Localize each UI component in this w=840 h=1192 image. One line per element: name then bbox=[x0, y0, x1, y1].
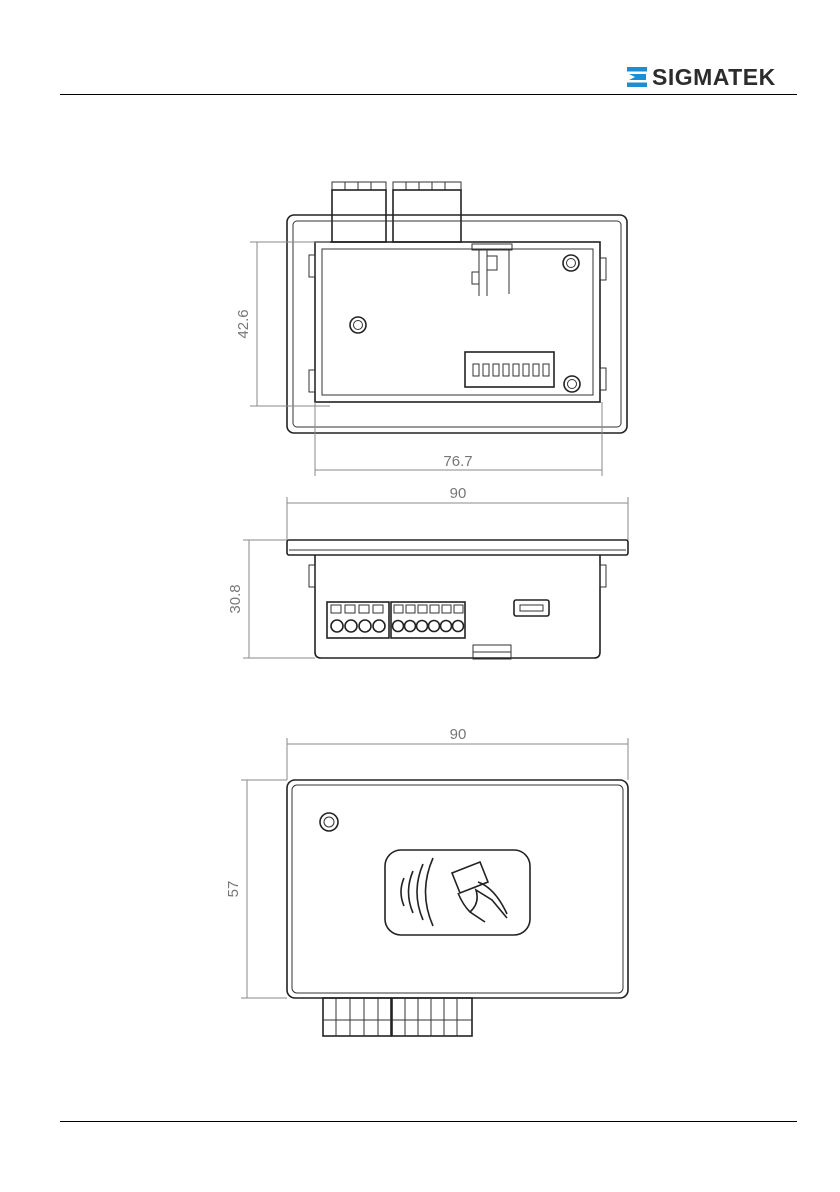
bottom-connector-left bbox=[323, 998, 391, 1036]
rfid-reader-area bbox=[385, 850, 530, 935]
footer-rule bbox=[60, 1121, 797, 1122]
bottom-connector-right bbox=[392, 998, 472, 1036]
dimension-height-side: 30.8 bbox=[227, 540, 315, 658]
screw-hole bbox=[564, 376, 580, 392]
screw-hole bbox=[563, 255, 579, 271]
top-view-housing bbox=[315, 242, 600, 402]
front-panel bbox=[287, 780, 628, 998]
dimension-height-front: 57 bbox=[225, 780, 287, 998]
terminal-block-6pin bbox=[391, 602, 465, 638]
mini-usb-port bbox=[514, 600, 549, 616]
top-connector-right bbox=[393, 182, 461, 242]
dimension-label: 76.7 bbox=[443, 453, 472, 470]
terminal-block-4pin bbox=[327, 602, 389, 638]
side-view-housing bbox=[315, 555, 600, 658]
side-view-front-plate bbox=[287, 540, 628, 555]
front-view: 90 bbox=[225, 726, 628, 1036]
top-view-frame bbox=[287, 215, 627, 433]
dimension-width-top: 76.7 bbox=[315, 402, 602, 476]
dimension-width-side: 90 bbox=[287, 485, 628, 540]
dimension-label: 42.6 bbox=[235, 309, 252, 338]
dimension-label: 90 bbox=[450, 485, 467, 502]
top-connector-left bbox=[332, 182, 386, 242]
dimension-width-front: 90 bbox=[287, 726, 628, 780]
dimension-label: 30.8 bbox=[227, 584, 244, 613]
top-view: 42.6 76.7 bbox=[235, 182, 627, 476]
status-led bbox=[320, 813, 338, 831]
side-view: 90 bbox=[227, 485, 628, 659]
screw-hole bbox=[350, 317, 366, 333]
dimension-label: 90 bbox=[450, 726, 467, 743]
dip-switch bbox=[465, 352, 554, 387]
dimension-label: 57 bbox=[225, 881, 242, 898]
contactless-card-icon bbox=[401, 858, 507, 926]
